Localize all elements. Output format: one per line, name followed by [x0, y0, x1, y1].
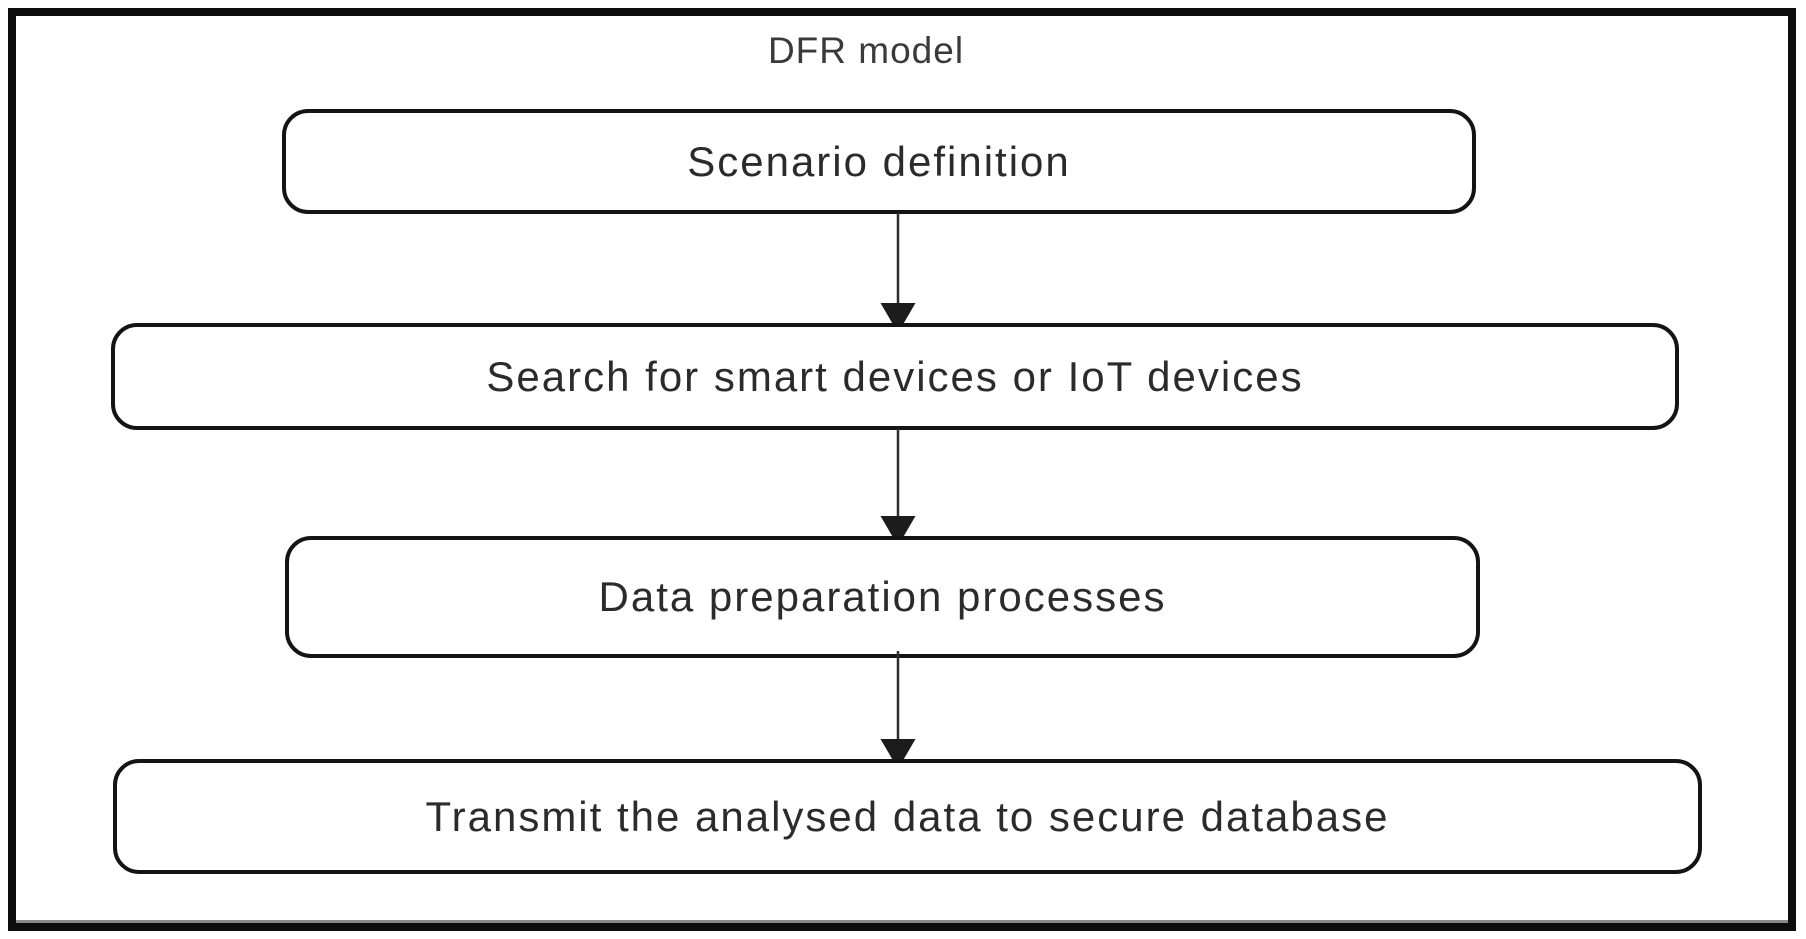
node-label: Scenario definition	[687, 137, 1071, 185]
node-search-devices: Search for smart devices or IoT devices	[111, 323, 1679, 430]
diagram-title: DFR model	[767, 30, 965, 71]
frame-inner-bottom-line	[16, 920, 1788, 923]
arrow-down-icon	[880, 651, 916, 769]
node-label: Search for smart devices or IoT devices	[486, 352, 1304, 400]
node-label: Transmit the analysed data to secure dat…	[425, 792, 1390, 840]
node-label: Data preparation processes	[598, 573, 1167, 620]
arrow-down-icon	[880, 213, 916, 333]
arrow-down-icon	[880, 429, 916, 546]
node-transmit-data: Transmit the analysed data to secure dat…	[113, 759, 1702, 874]
diagram-frame: DFR model Scenario definition Search for…	[8, 8, 1796, 931]
node-scenario-definition: Scenario definition	[282, 109, 1476, 214]
node-data-preparation: Data preparation processes	[285, 536, 1480, 658]
